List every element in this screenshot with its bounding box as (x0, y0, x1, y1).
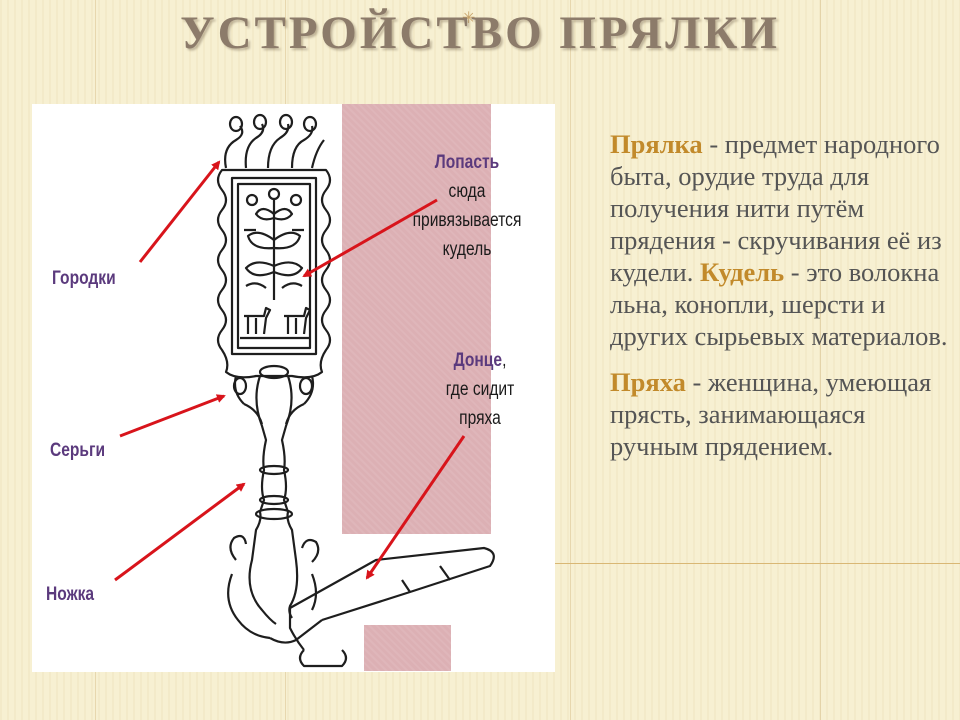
pink-backdrop-tall (342, 104, 491, 534)
pink-backdrop-small (364, 625, 451, 671)
decorative-line (555, 563, 960, 564)
lopast-line2: привязывается (412, 210, 522, 231)
definition-pryalka: Прялка - предмет народного быта, орудие … (610, 128, 950, 352)
slide-title: УСТРОЙСТВО ПРЯЛКИ (180, 7, 780, 59)
lopast-line3: кудель (442, 239, 492, 260)
lopast-line1: сюда (448, 181, 486, 202)
label-nozhka: Ножка (46, 584, 95, 605)
definitions-text: Прялка - предмет народного быта, орудие … (610, 128, 950, 462)
term-pryakha: Пряха (610, 367, 686, 397)
label-gorodki: Городки (52, 268, 116, 289)
donce-annotation: Донце, где сидит пряха (431, 346, 529, 433)
star-ornament-icon: ✳ (462, 8, 476, 27)
term-pryalka: Прялка (610, 129, 703, 159)
text-pryalka: - предмет народного быта, орудие труда д… (610, 129, 942, 287)
donce-comma: , (502, 350, 507, 371)
donce-line1: где сидит (445, 379, 515, 400)
arrow-icon (114, 160, 466, 582)
text-pryakha: - женщина, умеющая прясть, занимающаяся … (610, 367, 932, 461)
definition-pryakha: Пряха - женщина, умеющая прясть, занимаю… (610, 366, 950, 462)
label-sergi: Серьги (50, 440, 106, 461)
donce-heading: Донце (453, 350, 503, 371)
text-kudel: - это волокна льна, конопли, шерсти и др… (610, 257, 948, 351)
lopast-annotation: Лопасть сюда привязывается кудель (406, 148, 529, 264)
donce-line2: пряха (459, 408, 501, 429)
term-kudel: Кудель (699, 257, 785, 287)
lopast-heading: Лопасть (434, 152, 500, 173)
